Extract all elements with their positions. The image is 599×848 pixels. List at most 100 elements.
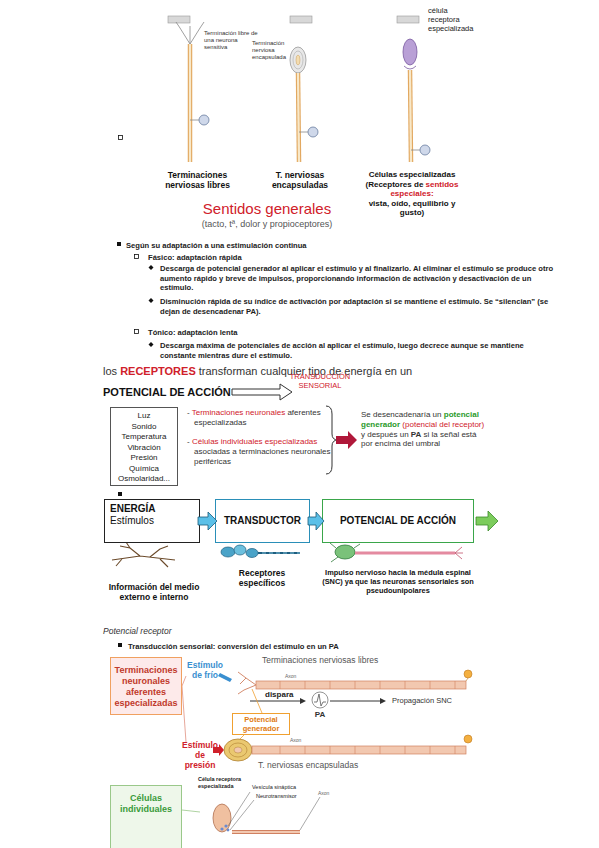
flow-arrow bbox=[198, 512, 217, 530]
list-bullet bbox=[149, 342, 154, 347]
neuron-encapsulated bbox=[290, 16, 312, 23]
text-block: - Células individuales especializadas as… bbox=[187, 437, 332, 466]
action-potential-symbol bbox=[300, 698, 306, 704]
text-label: Receptores específicos bbox=[239, 568, 285, 588]
axon-encapsulated bbox=[280, 746, 455, 754]
neuron-encapsulated bbox=[299, 132, 308, 133]
neuron-free-ending bbox=[168, 16, 209, 162]
receptor-drawing bbox=[234, 545, 246, 555]
text-label: (Receptores de bbox=[366, 180, 424, 189]
receptor-drawing bbox=[258, 552, 300, 554]
text-label: Axon bbox=[290, 737, 301, 743]
neuron-encapsulated bbox=[290, 47, 306, 73]
specialized-receptor-neuron bbox=[397, 16, 430, 162]
receptor-drawing bbox=[221, 545, 300, 558]
list-bullet bbox=[135, 330, 139, 334]
neuron-encapsulated bbox=[290, 16, 318, 162]
node-text: TRANSDUCTOR bbox=[216, 500, 309, 527]
text-label: Descarga de potencial generador al aplic… bbox=[160, 264, 553, 292]
list-bullet bbox=[149, 298, 154, 303]
text-block: Propagación SNC bbox=[392, 696, 482, 705]
axon-encapsulated bbox=[234, 747, 242, 753]
text-label: vista, oído, equilibrio y gusto) bbox=[356, 199, 468, 218]
axon-encapsulated bbox=[224, 739, 252, 761]
text-label: Terminación nerviosa encapsulada bbox=[252, 40, 286, 60]
text-label: Terminaciones nerviosas libres bbox=[262, 655, 378, 665]
green-arrow bbox=[476, 511, 498, 531]
neuron-free-ending bbox=[199, 115, 209, 125]
energy-list-box: Luz Sonido Temperatura Vibración Presión… bbox=[110, 407, 178, 486]
text-label: Se desencadenaría un bbox=[361, 410, 442, 419]
node-text: Células individuales bbox=[111, 786, 181, 815]
text-block: Axon bbox=[318, 790, 348, 796]
axon-free-ending bbox=[238, 672, 256, 694]
text-block: Transducción sensorial: conversión del e… bbox=[128, 642, 528, 652]
action-potential-symbol bbox=[314, 694, 326, 706]
text-label: Según su adaptación a una estimulación c… bbox=[126, 241, 307, 250]
axon-encapsulated bbox=[464, 735, 472, 743]
process-box: TRANSDUCTOR bbox=[215, 499, 310, 543]
text-label: (tacto, tª, dolor y propioceptores) bbox=[202, 219, 332, 229]
receptor-cell-drawing bbox=[232, 830, 300, 834]
neuron-free-ending bbox=[168, 16, 190, 23]
receptor-cell-drawing bbox=[213, 804, 231, 832]
nerve-ending-drawing bbox=[112, 542, 175, 567]
receptor-drawing bbox=[262, 553, 300, 554]
text-block: Axon bbox=[290, 737, 320, 743]
red-arrow bbox=[336, 431, 357, 449]
text-label: T. nerviosas encapsuladas bbox=[272, 170, 328, 190]
text-block: Según su adaptación a una estimulación c… bbox=[126, 241, 526, 251]
node-text: Estímulos bbox=[105, 515, 199, 527]
text-block: Terminaciones nerviosas libres bbox=[262, 655, 432, 665]
text-label: Disminución rápida de su índice de activ… bbox=[160, 297, 548, 316]
text-block: Células especializadas (Receptores de se… bbox=[356, 170, 468, 218]
list-bullet bbox=[118, 492, 122, 496]
axon-free-ending bbox=[464, 670, 472, 678]
specialized-receptor-neuron bbox=[411, 150, 420, 151]
text-label: los bbox=[103, 365, 117, 377]
specialized-receptor-neuron bbox=[397, 16, 419, 23]
neuron-free-ending bbox=[189, 44, 191, 162]
text-block: Potencial receptor bbox=[103, 626, 303, 636]
text-label: POTENCIAL DE ACCIÓN bbox=[103, 386, 231, 398]
text-label: Axon bbox=[285, 673, 296, 679]
specialized-receptor-neuron bbox=[404, 66, 416, 69]
node-text: ENERGÍA bbox=[105, 500, 199, 515]
hollow-arrow bbox=[232, 384, 292, 400]
text-label: Célula receptora especializada bbox=[198, 776, 241, 789]
text-block: dispara bbox=[265, 690, 305, 699]
action-potential-symbol bbox=[250, 701, 302, 702]
text-label: Información del medio externo e interno bbox=[109, 582, 200, 602]
text-block: Neurotransmisor bbox=[256, 793, 316, 800]
red-arrow bbox=[336, 431, 357, 449]
receptor-cell-drawing bbox=[220, 827, 223, 830]
neuron-drawing bbox=[335, 545, 355, 559]
text-label: Tónico: adaptación lenta bbox=[148, 328, 237, 337]
neuron-encapsulated bbox=[296, 55, 300, 65]
receptor-cell-drawing bbox=[228, 792, 320, 830]
text-block: POTENCIAL DE ACCIÓN bbox=[103, 386, 243, 399]
neuron-drawing bbox=[455, 547, 463, 559]
axon-free-ending bbox=[280, 681, 455, 689]
neuron-free-ending bbox=[190, 120, 199, 121]
axon-encapsulated bbox=[213, 689, 472, 761]
text-block: Axon bbox=[285, 673, 315, 679]
text-label: Descarga máxima de potenciales de acción… bbox=[160, 341, 524, 360]
action-potential-symbol bbox=[312, 692, 328, 708]
list-bullet bbox=[118, 643, 122, 647]
receptor-drawing bbox=[246, 549, 258, 558]
text-label: Terminaciones neuronales bbox=[192, 408, 285, 417]
nerve-ending-drawing bbox=[112, 542, 175, 567]
neuron-encapsulated bbox=[308, 127, 318, 137]
text-block: célula receptora especializada bbox=[428, 6, 480, 33]
text-label: - bbox=[187, 437, 190, 446]
flow-arrow bbox=[308, 512, 324, 530]
specialized-receptor-neuron bbox=[410, 70, 411, 162]
text-label: T. nerviosas encapsuladas bbox=[258, 760, 358, 770]
list-bullet bbox=[135, 255, 139, 259]
specialized-receptor-neuron bbox=[403, 39, 417, 65]
text-block: Vesícula sináptica bbox=[252, 784, 312, 791]
text-block: Tónico: adaptación lenta bbox=[148, 328, 448, 338]
text-label: asociadas a terminaciones neuronales per… bbox=[194, 447, 331, 466]
